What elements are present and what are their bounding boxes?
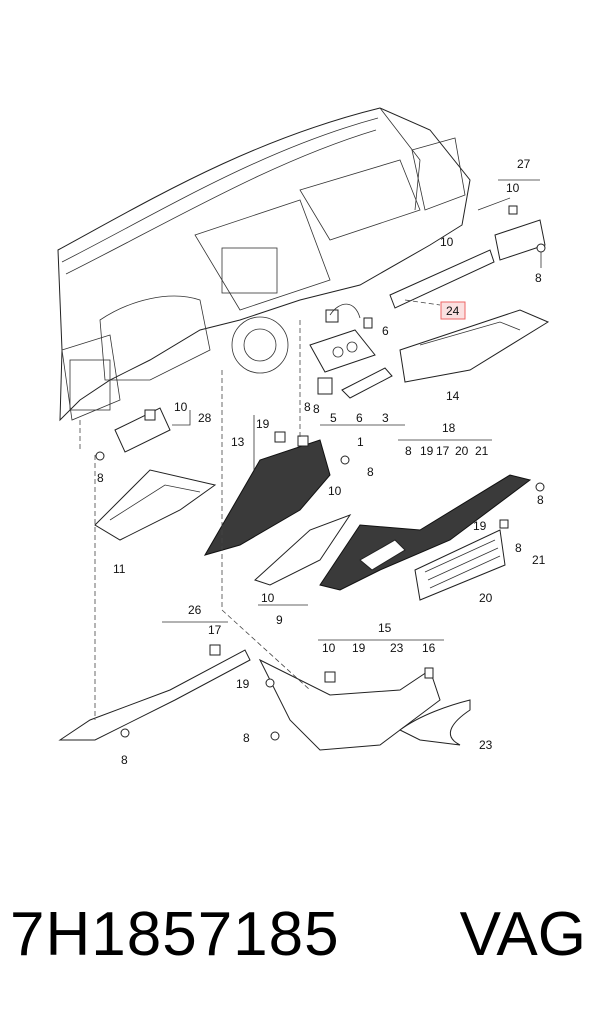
- callout-19: 19: [473, 519, 487, 533]
- callout-brackets: [162, 179, 540, 641]
- callout-23: 23: [479, 738, 493, 752]
- callout-21: 21: [532, 553, 546, 567]
- callout-1: 1: [357, 435, 364, 449]
- part-13: [203, 431, 350, 556]
- part-number: 7H1857185: [10, 900, 340, 969]
- callout-26: 26: [188, 603, 202, 617]
- callout-10: 10: [328, 484, 342, 498]
- callout-20: 20: [455, 444, 469, 458]
- part-18-console: [319, 474, 545, 591]
- callout-8: 8: [537, 493, 544, 507]
- dashboard-assembly: [57, 107, 471, 422]
- part-15-assembly: [258, 658, 441, 751]
- callout-10: 10: [261, 591, 275, 605]
- callout-8: 8: [367, 465, 374, 479]
- callout-23: 23: [390, 641, 404, 655]
- part-28: [95, 407, 171, 461]
- callout-8: 8: [243, 731, 250, 745]
- callout-10: 10: [506, 181, 520, 195]
- exploded-parts-diagram: 27 10 8 10 24 6 14 5 6 3 1 8 10 28 8 19 …: [57, 107, 550, 767]
- callout-8: 8: [405, 444, 412, 458]
- callout-10: 10: [322, 641, 336, 655]
- leader-lines: [79, 299, 441, 720]
- callout-9: 9: [276, 613, 283, 627]
- callout-24: 24: [446, 304, 460, 318]
- callout-6: 6: [382, 324, 389, 338]
- part-14: [399, 309, 550, 383]
- callout-28: 28: [198, 411, 212, 425]
- part-27: [477, 197, 546, 268]
- part-26: [58, 644, 251, 741]
- callout-11: 11: [113, 562, 126, 576]
- callout-10: 10: [440, 235, 454, 249]
- callout-8: 8: [304, 400, 311, 414]
- footer: 7H1857185 VAG: [0, 880, 600, 990]
- callout-6: 6: [356, 411, 363, 425]
- part-11: [94, 469, 217, 541]
- callout-labels: 27 10 8 10 24 6 14 5 6 3 1 8 10 28 8 19 …: [97, 157, 546, 767]
- part-1-group: [309, 303, 393, 399]
- callout-3: 3: [382, 411, 389, 425]
- part-9: [254, 513, 352, 586]
- callout-8: 8: [515, 541, 522, 555]
- callout-8: 8: [313, 402, 320, 416]
- callout-15: 15: [378, 621, 392, 635]
- part-24: [389, 249, 495, 320]
- callout-10: 10: [174, 400, 188, 414]
- callout-5: 5: [330, 411, 337, 425]
- callout-8: 8: [121, 753, 128, 767]
- callout-27: 27: [517, 157, 531, 171]
- callout-8: 8: [535, 271, 542, 285]
- callout-17: 17: [436, 444, 450, 458]
- callout-8: 8: [97, 471, 104, 485]
- callout-19: 19: [352, 641, 366, 655]
- part-23: [399, 699, 471, 746]
- callout-17: 17: [208, 623, 222, 637]
- callout-20: 20: [479, 591, 493, 605]
- brand-label: VAG: [459, 900, 586, 969]
- part-20-net: [414, 529, 506, 601]
- callout-13: 13: [231, 435, 245, 449]
- callout-19: 19: [236, 677, 250, 691]
- callout-21: 21: [475, 444, 489, 458]
- callout-19: 19: [256, 417, 270, 431]
- callout-18: 18: [442, 421, 456, 435]
- callout-16: 16: [422, 641, 436, 655]
- callout-14: 14: [446, 389, 460, 403]
- callout-19: 19: [420, 444, 434, 458]
